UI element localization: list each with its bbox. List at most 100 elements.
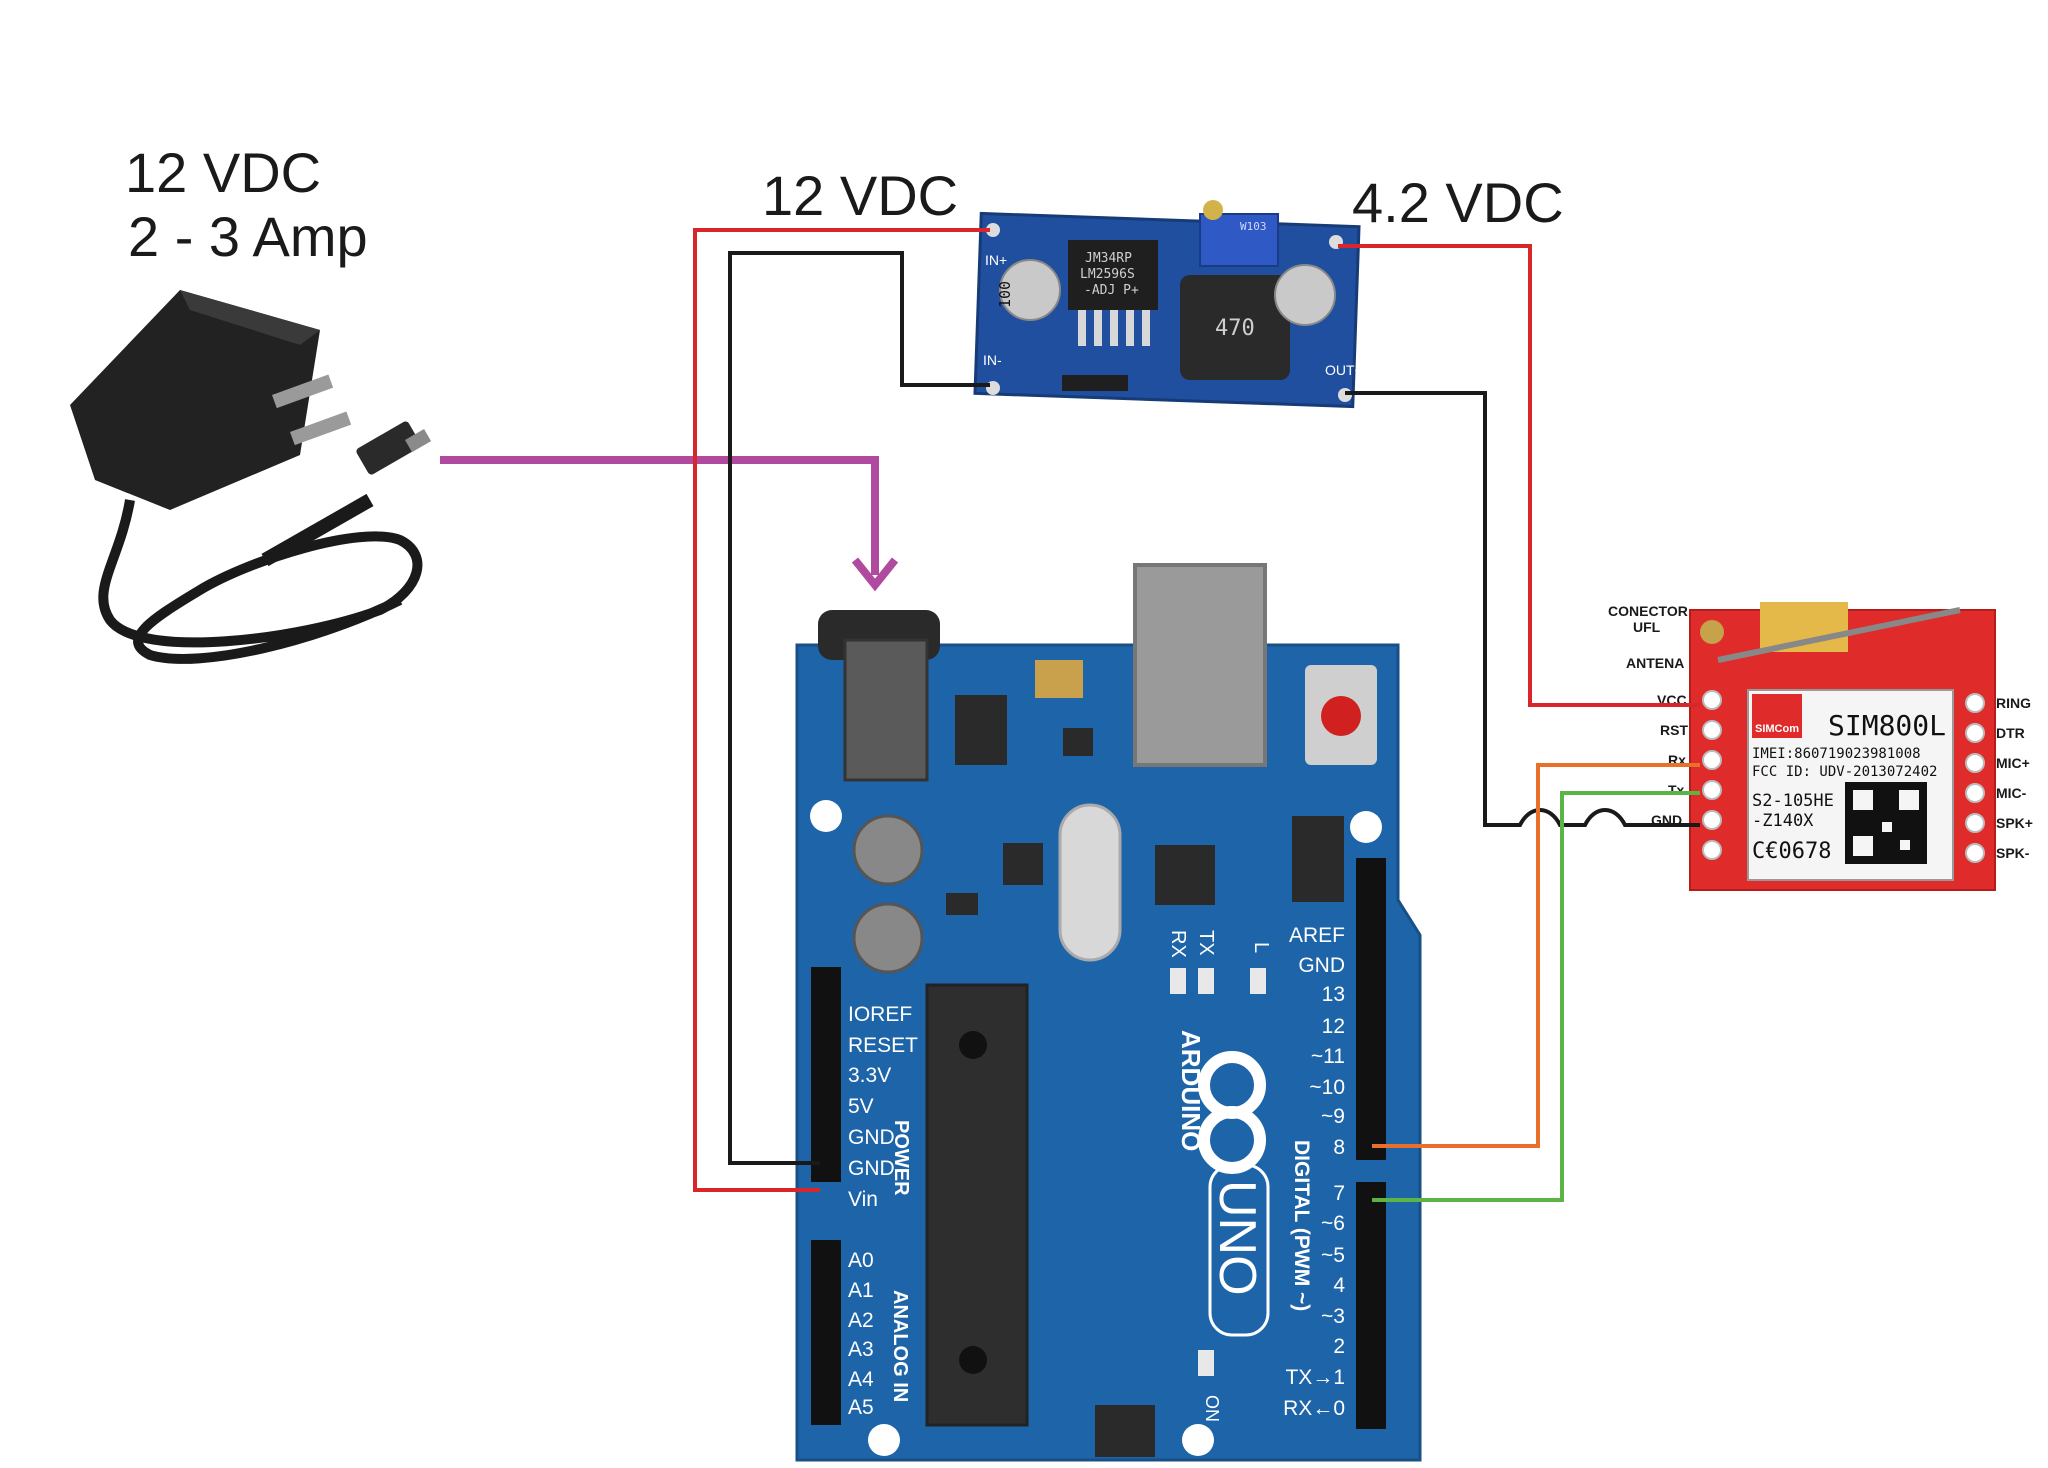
pin-11: ~11	[1311, 1045, 1345, 1068]
pin-9: ~9	[1321, 1105, 1345, 1128]
pin-ioref: IOREF	[848, 1003, 912, 1026]
wire-12v-red	[693, 228, 990, 1192]
adapter-prong	[272, 374, 334, 409]
wire-sim-gnd-black	[1345, 391, 1700, 827]
buck-potentiometer	[1199, 213, 1279, 267]
arduino-uno: IOREF RESET 3.3V 5V GND GND Vin POWER A0…	[795, 563, 1422, 1462]
adapter-voltage-label: 12 VDC	[125, 141, 321, 204]
svg-text:C€0678: C€0678	[1752, 839, 1831, 864]
rx-led-label: RX	[1167, 930, 1189, 958]
buck-pin-out-plus: OUT+	[1325, 362, 1363, 378]
svg-text:LM2596S: LM2596S	[1080, 267, 1135, 282]
adapter-cable	[98, 499, 423, 664]
pin-a3: A3	[848, 1338, 874, 1361]
power-adapter: 12 VDC 2 - 3 Amp	[70, 141, 432, 664]
svg-text:FCC ID: UDV-2013072402: FCC ID: UDV-2013072402	[1752, 764, 1937, 780]
pin-3v3: 3.3V	[848, 1064, 891, 1087]
capacitor	[852, 814, 924, 886]
pin-5v: 5V	[848, 1095, 874, 1118]
wires	[693, 228, 1700, 1202]
buck-capacitor-right	[1274, 264, 1336, 326]
pin-7: 7	[1333, 1182, 1345, 1205]
digital-header-top	[1356, 858, 1386, 1160]
pin-gnd-digital: GND	[1298, 954, 1345, 977]
wire-d8-orange	[1372, 763, 1700, 1148]
buck-regulator-chip	[1068, 240, 1158, 310]
l-led-label: L	[1250, 942, 1272, 953]
usb-chip	[1155, 845, 1215, 905]
svg-text:-Z140X: -Z140X	[1752, 811, 1814, 831]
wire-4v2-red	[1338, 244, 1700, 707]
power-header	[811, 967, 841, 1182]
pin-a5: A5	[848, 1396, 874, 1419]
svg-text:SIMCom: SIMCom	[1755, 723, 1799, 735]
svg-text:-ADJ P+: -ADJ P+	[1084, 283, 1139, 298]
pin-rx0: RX←0	[1283, 1397, 1345, 1420]
sim-pin-tx: Tx	[1668, 782, 1685, 798]
svg-text:UFL: UFL	[1633, 619, 1661, 635]
buck-diode	[1062, 375, 1128, 391]
pin-a4: A4	[848, 1368, 874, 1391]
digital-header-bottom	[1356, 1182, 1386, 1429]
capacitor	[852, 902, 924, 974]
sim-pin-mic-minus: MIC-	[1996, 785, 2027, 801]
svg-text:470: 470	[1215, 316, 1255, 341]
svg-text:CONECTOR: CONECTOR	[1608, 603, 1688, 619]
wire-gnd-black	[728, 251, 990, 1165]
buck-output-label: 4.2 VDC	[1352, 171, 1564, 234]
pin-3: ~3	[1321, 1305, 1345, 1328]
buck-inductor	[1180, 275, 1290, 380]
buck-pin-in-plus: IN+	[985, 252, 1007, 268]
sim-pin-mic-plus: MIC+	[1996, 755, 2030, 771]
pin-5: ~5	[1321, 1244, 1345, 1267]
arduino-infinity-icon	[1198, 1051, 1266, 1174]
analog-header	[811, 1240, 841, 1425]
arduino-model: UNO	[1208, 1180, 1266, 1296]
pin-gnd: GND	[848, 1157, 895, 1180]
svg-text:S2-105HE: S2-105HE	[1752, 791, 1834, 811]
buck-pin-in-minus: IN-	[983, 352, 1002, 368]
adapter-prong	[290, 411, 352, 446]
power-arrow-head	[851, 557, 899, 592]
buck-converter: 12 VDC 4.2 VDC IN+ IN- OUT+ 100 JM34RP L…	[762, 164, 1564, 409]
on-led-label: ON	[1202, 1395, 1222, 1422]
pin-10: ~10	[1309, 1076, 1345, 1099]
analog-title: ANALOG IN	[889, 1290, 911, 1402]
pin-a1: A1	[848, 1279, 874, 1302]
adapter-current-label: 2 - 3 Amp	[128, 205, 368, 268]
power-title: POWER	[890, 1120, 912, 1196]
barrel-plug	[356, 421, 421, 475]
pin-aref: AREF	[1289, 924, 1345, 947]
crystal	[1058, 803, 1122, 962]
sim-model: SIM800L	[1828, 709, 1946, 742]
pin-reset: RESET	[848, 1034, 918, 1057]
tx-led-label: TX	[1195, 930, 1217, 956]
svg-text:IMEI:860719023981008: IMEI:860719023981008	[1752, 746, 1921, 762]
pin-8: 8	[1333, 1136, 1345, 1159]
pin-a2: A2	[848, 1309, 874, 1332]
icsp-header	[1292, 816, 1344, 902]
power-arrow	[440, 456, 879, 575]
sim-pin-spk-plus: SPK+	[1996, 815, 2033, 831]
sim-pin-rst: RST	[1660, 722, 1688, 738]
icsp-header	[1095, 1405, 1155, 1457]
voltage-regulator	[955, 695, 1007, 765]
svg-text:W103: W103	[1240, 220, 1267, 233]
sim-antenna-spring	[1717, 607, 1961, 663]
usb-connector	[1133, 563, 1267, 767]
pin-a0: A0	[848, 1249, 874, 1272]
pin-6: ~6	[1321, 1212, 1345, 1235]
svg-text:ANTENA: ANTENA	[1626, 655, 1684, 671]
pin-13: 13	[1322, 983, 1345, 1006]
pin-12: 12	[1322, 1015, 1345, 1038]
pin-4: 4	[1333, 1274, 1345, 1297]
pin-gnd: GND	[848, 1126, 895, 1149]
digital-title: DIGITAL (PWM ~)	[1290, 1140, 1313, 1311]
pin-vin: Vin	[848, 1188, 878, 1211]
svg-text:100: 100	[996, 281, 1014, 308]
sim800l-module: SIMCom SIM800L IMEI:860719023981008 FCC …	[1608, 602, 2033, 891]
sim-pin-dtr: DTR	[1996, 725, 2025, 741]
sim-pin-ring: RING	[1996, 695, 2031, 711]
